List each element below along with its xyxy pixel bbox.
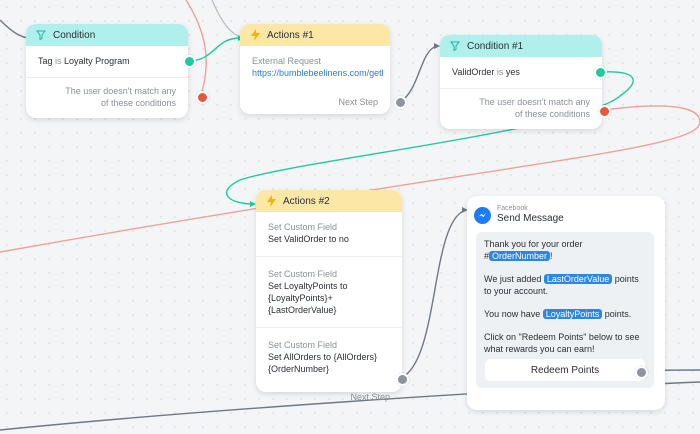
condition1-rule-row: ValidOrder is yes	[440, 66, 602, 78]
messenger-icon	[474, 206, 491, 224]
condition-no-port[interactable]	[196, 91, 209, 104]
condition-tag-op: is	[55, 56, 62, 66]
condition1-card-title: Condition #1	[467, 40, 524, 52]
condition-tag-label: Tag	[38, 56, 53, 66]
condition1-divider	[440, 88, 602, 89]
actions2-next-port[interactable]	[396, 373, 409, 386]
redeem-points-port[interactable]	[635, 366, 648, 379]
condition1-card-header: Condition #1	[440, 35, 602, 57]
message-text: !	[550, 251, 553, 261]
condition1-else-line1: The user doesn't match any	[479, 97, 590, 107]
actions1-next-step: Next Step	[338, 97, 378, 107]
actions2-item-label: Set Custom Field	[268, 222, 338, 232]
condition1-else-line2: of these conditions	[514, 109, 590, 119]
message-platform: Facebook	[497, 205, 528, 212]
condition1-card[interactable]: Condition #1 ValidOrder is yes The user …	[440, 35, 611, 129]
condition1-op: is	[496, 67, 504, 77]
wire-condition-yes	[189, 37, 241, 62]
condition-else-line1: The user doesn't match any	[65, 86, 176, 96]
variable-chip: LastOrderValue	[543, 274, 613, 284]
actions2-item-0: Set Custom Field Set ValidOrder to no	[256, 221, 402, 245]
message-paragraph-4: Click on "Redeem Points" below to see wh…	[484, 332, 640, 354]
redeem-points-button[interactable]: Redeem Points	[485, 359, 645, 381]
filter-icon	[34, 28, 48, 42]
condition-tag-value: Loyalty Program	[64, 56, 130, 66]
actions1-card-header: Actions #1	[240, 24, 390, 46]
wire-top-red	[185, 0, 207, 96]
condition-card-header: Condition	[26, 24, 188, 46]
condition-divider	[26, 77, 188, 78]
lightning-icon	[248, 28, 262, 42]
condition1-no-port[interactable]	[598, 105, 611, 118]
filter-icon	[448, 39, 462, 53]
message-paragraph-1: Thank you for your order #OrderNumber!	[484, 238, 646, 262]
message-text: points to your account.	[484, 274, 639, 296]
wire-actions1-next	[399, 45, 438, 103]
condition1-yes-port[interactable]	[594, 66, 607, 79]
actions1-next-port[interactable]	[394, 96, 407, 109]
wire-top-red-2	[211, 0, 239, 37]
condition-yes-port[interactable]	[183, 55, 196, 68]
actions2-item-line2: {LoyaltyPoints}+{LastOrderValue}	[268, 293, 337, 315]
actions2-card[interactable]: Actions #2 Set Custom Field Set ValidOrd…	[256, 190, 409, 402]
actions2-item-line1: Set LoyaltyPoints to	[268, 281, 348, 291]
lightning-icon	[264, 194, 278, 208]
message-bubble[interactable]: Thank you for your order #OrderNumber! W…	[476, 232, 654, 388]
message-paragraph-3: You now have LoyaltyPoints points.	[484, 308, 646, 320]
message-text: You now have	[484, 309, 541, 319]
actions2-item-label: Set Custom Field	[268, 340, 338, 350]
variable-chip: OrderNumber	[489, 251, 551, 261]
condition-else-line2: of these conditions	[100, 98, 176, 108]
wire-actions2-next	[400, 209, 467, 379]
actions2-item-2: Set Custom Field Set AllOrders to {AllOr…	[256, 339, 402, 375]
actions2-item-line1: Set AllOrders to {AllOrders}	[268, 352, 378, 362]
message-text: points.	[604, 309, 632, 319]
send-message-header: Facebook Send Message	[474, 204, 564, 226]
actions2-item-line1: Set ValidOrder to no	[268, 234, 349, 244]
actions1-action-label: External Request	[252, 56, 322, 66]
condition-card-title: Condition	[53, 29, 96, 41]
actions2-card-title: Actions #2	[283, 195, 330, 207]
condition-tag-row: Tag is Loyalty Program	[26, 55, 188, 67]
actions2-next-step: Next Step	[350, 392, 390, 402]
actions1-url[interactable]: https://bumblebeelinens.com/getl	[252, 68, 384, 78]
message-title: Send Message	[497, 213, 564, 224]
actions2-item-1: Set Custom Field Set LoyaltyPoints to {L…	[256, 268, 402, 316]
message-text: Thank you for your order #	[484, 239, 583, 261]
actions2-item-line2: {OrderNumber}	[268, 364, 330, 374]
message-paragraph-2: We just added LastOrderValue points to y…	[484, 273, 646, 297]
actions2-divider	[256, 327, 402, 328]
condition-card[interactable]: Condition Tag is Loyalty Program The use…	[26, 24, 209, 118]
actions1-card[interactable]: Actions #1 External Request https://bumb…	[240, 24, 407, 114]
condition1-value: yes	[505, 67, 520, 77]
actions2-item-label: Set Custom Field	[268, 269, 338, 279]
actions2-card-header: Actions #2	[256, 190, 402, 212]
actions2-divider	[256, 256, 402, 257]
message-text: We just added	[484, 274, 542, 284]
variable-chip: LoyaltyPoints	[542, 309, 603, 319]
actions1-card-title: Actions #1	[267, 29, 314, 41]
condition1-field: ValidOrder	[452, 67, 495, 77]
